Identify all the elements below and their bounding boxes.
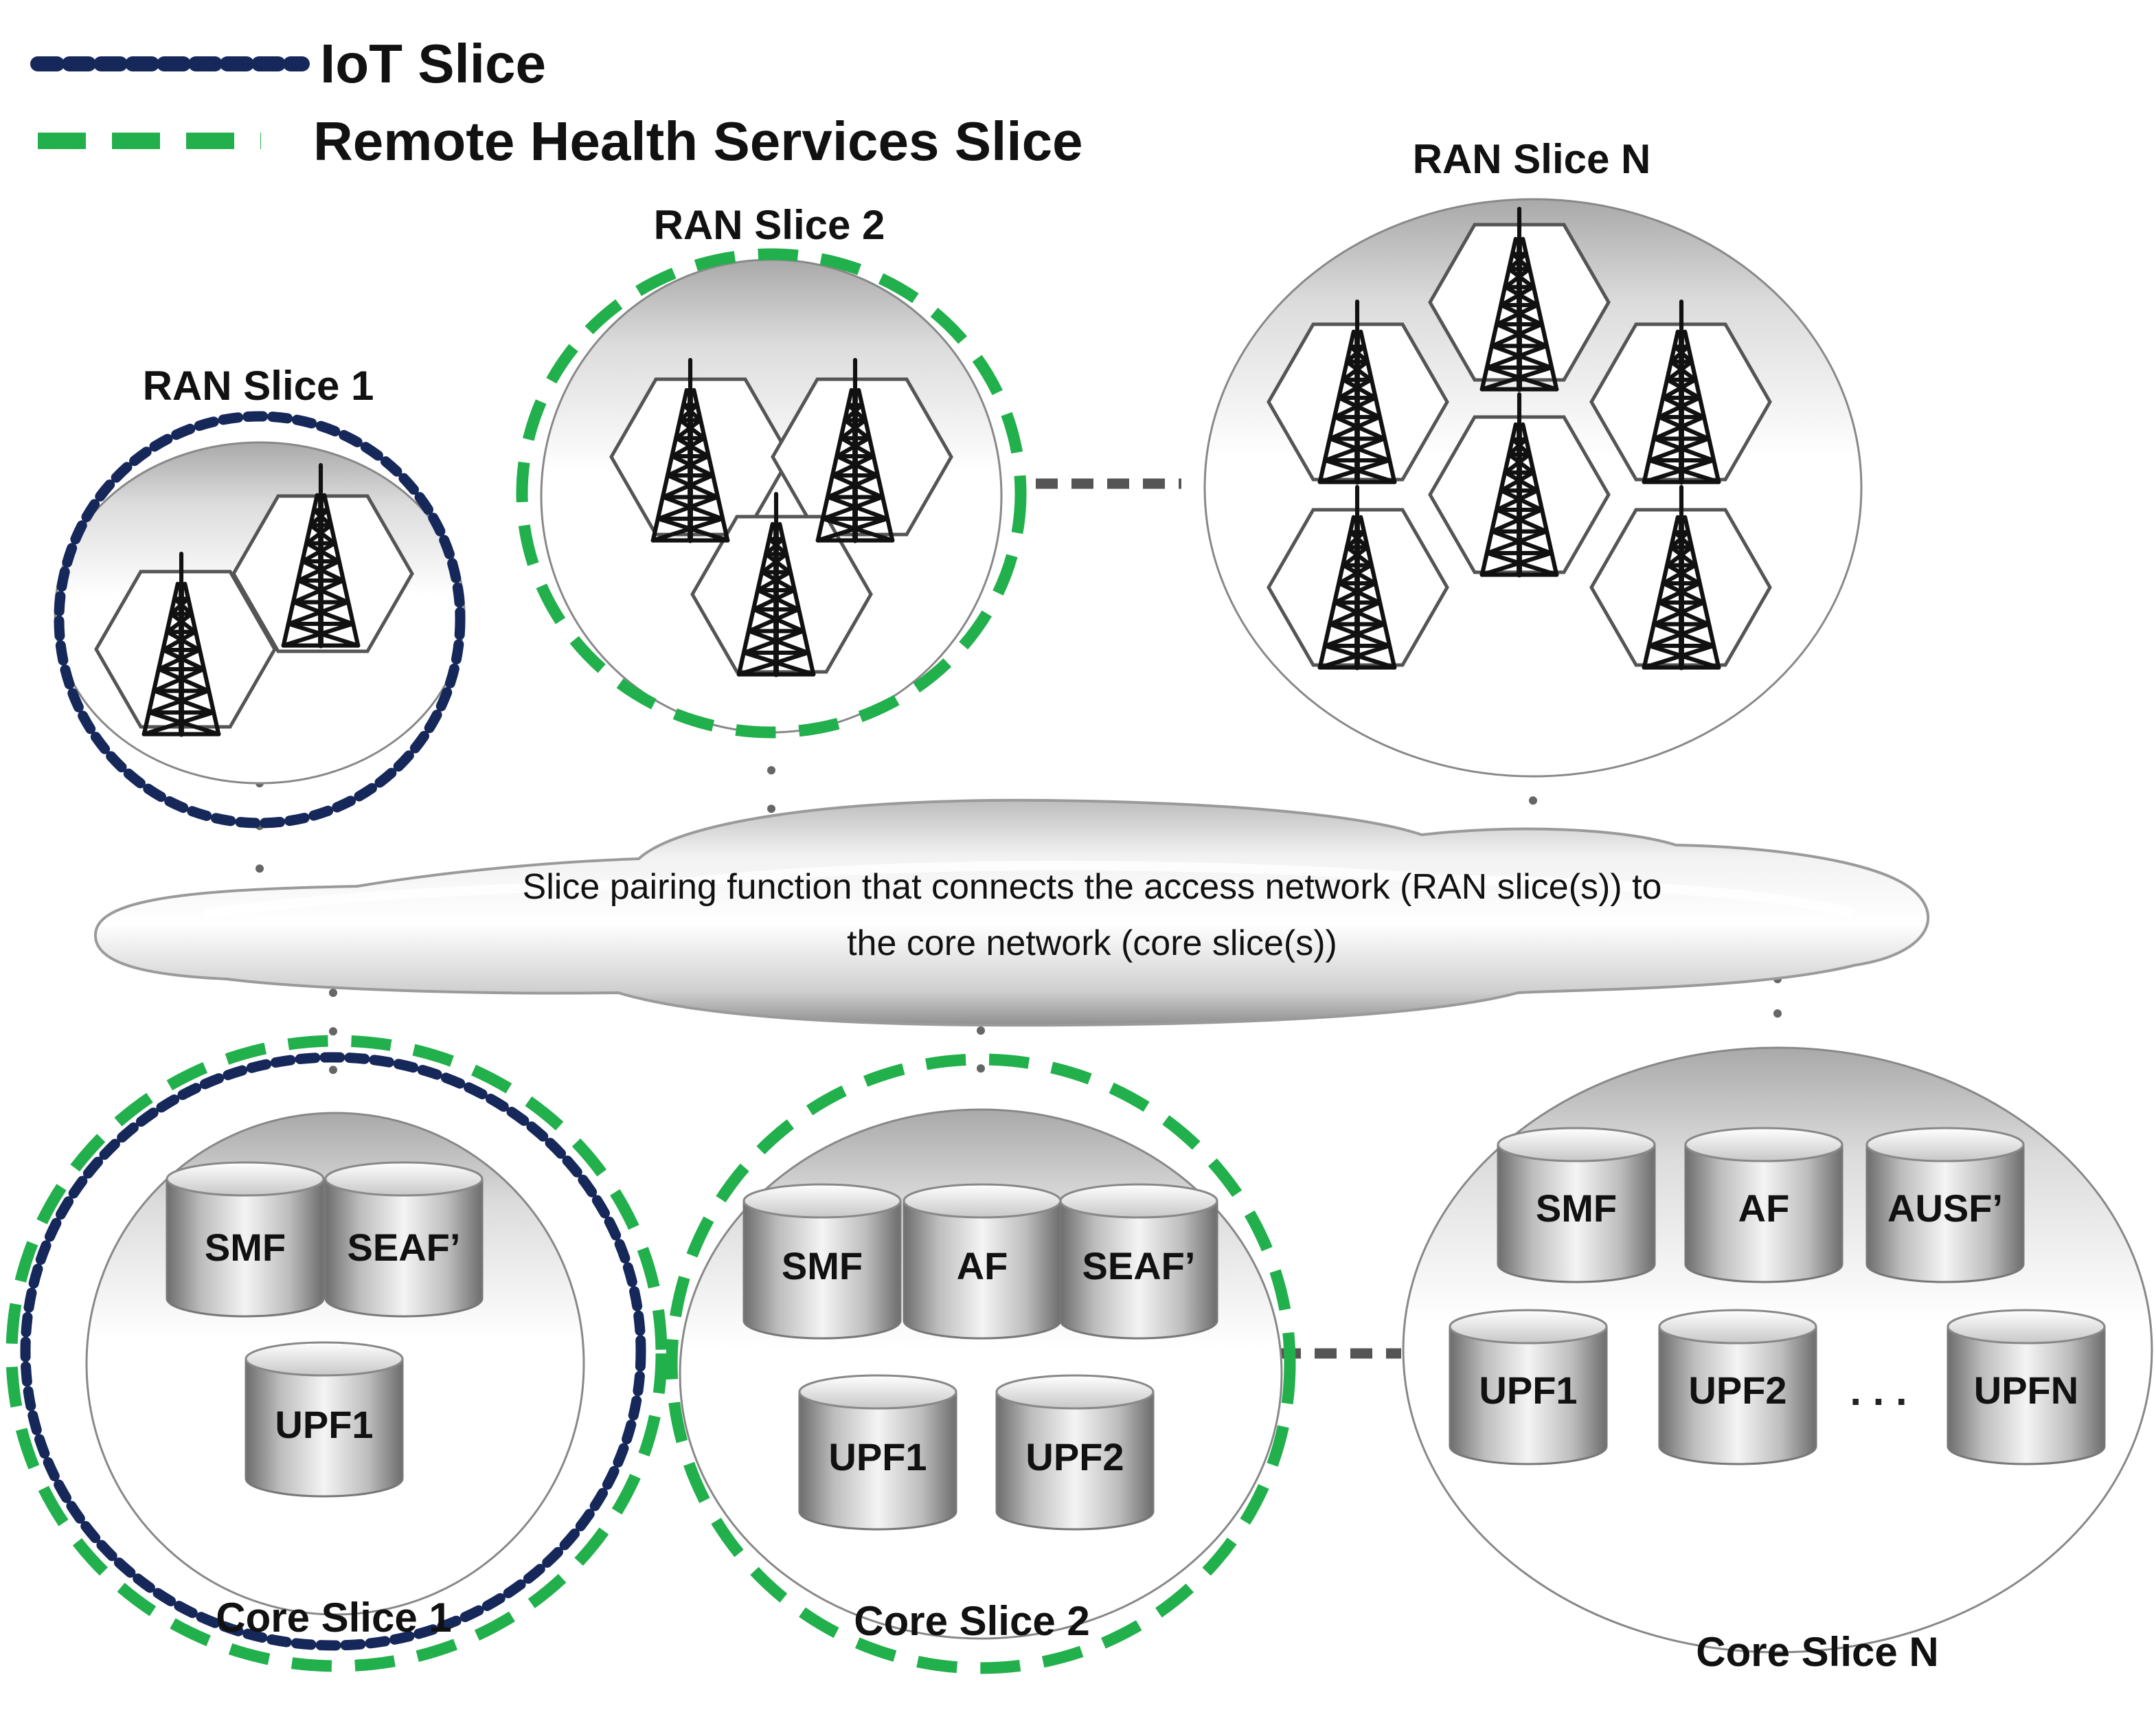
coren-fn-upf1: UPF1 <box>1479 1369 1577 1412</box>
legend: IoT Slice Remote Health Services Slice <box>30 33 1083 172</box>
cloud-text-line2: the core network (core slice(s)) <box>847 923 1337 963</box>
ran-slice-1: RAN Slice 1 <box>54 363 466 829</box>
coren-ellipsis: . . . <box>1850 1368 1907 1414</box>
coren-fn-upf2: UPF2 <box>1688 1369 1786 1412</box>
core-slice-1-title: Core Slice 1 <box>216 1595 452 1641</box>
cloud-shape <box>93 798 1930 1027</box>
core2-fn-af: AF <box>957 1244 1008 1287</box>
core-slice-n-title: Core Slice N <box>1696 1629 1938 1675</box>
core1-fn-seaf: SEAF’ <box>348 1226 461 1269</box>
core-slice-n: SMF AF AUSF’ UPF1 UPF2 . . . UPFN Core S… <box>1402 1046 2153 1675</box>
core1-fn-upf1: UPF1 <box>275 1403 373 1446</box>
core2-fn-seaf: SEAF’ <box>1082 1244 1196 1287</box>
core1-fn-smf: SMF <box>205 1226 286 1269</box>
health-slice-outline <box>5 1035 668 1672</box>
cloud-text-line1: Slice pairing function that connects the… <box>523 867 1662 907</box>
ran-slice-n: RAN Slice N <box>1203 136 1863 778</box>
core2-fn-upf2: UPF2 <box>1025 1435 1124 1478</box>
core2-fn-upf1: UPF1 <box>828 1435 927 1478</box>
iot-slice-outline <box>20 1052 646 1651</box>
connector-lines <box>256 478 1782 1359</box>
ran-slice-1-title: RAN Slice 1 <box>143 363 374 409</box>
core-slice-1: SMF SEAF’ UPF1 Core Slice 1 <box>5 1035 668 1672</box>
coren-fn-ausf: AUSF’ <box>1887 1186 2003 1230</box>
cloud-highlight <box>205 861 1857 919</box>
core2-fn-smf: SMF <box>782 1244 863 1287</box>
ran-slice-2: RAN Slice 2 <box>516 202 1027 739</box>
core-slice-2: SMF AF SEAF’ UPF1 UPF2 Core Slice 2 <box>666 1053 1296 1674</box>
ran-slice-2-title: RAN Slice 2 <box>654 202 885 248</box>
ran-slice-n-title: RAN Slice N <box>1413 136 1651 182</box>
legend-health-label: Remote Health Services Slice <box>313 111 1083 172</box>
legend-iot-label: IoT Slice <box>320 33 546 94</box>
health-slice-outline <box>516 248 1027 739</box>
coren-fn-upfn: UPFN <box>1974 1369 2078 1412</box>
coren-fn-af: AF <box>1738 1186 1790 1230</box>
health-slice-outline <box>666 1053 1296 1674</box>
slice-pairing-cloud: Slice pairing function that connects the… <box>93 798 1930 1027</box>
coren-fn-smf: SMF <box>1536 1186 1617 1230</box>
core-slice-2-title: Core Slice 2 <box>854 1598 1090 1644</box>
iot-slice-outline <box>54 411 466 829</box>
